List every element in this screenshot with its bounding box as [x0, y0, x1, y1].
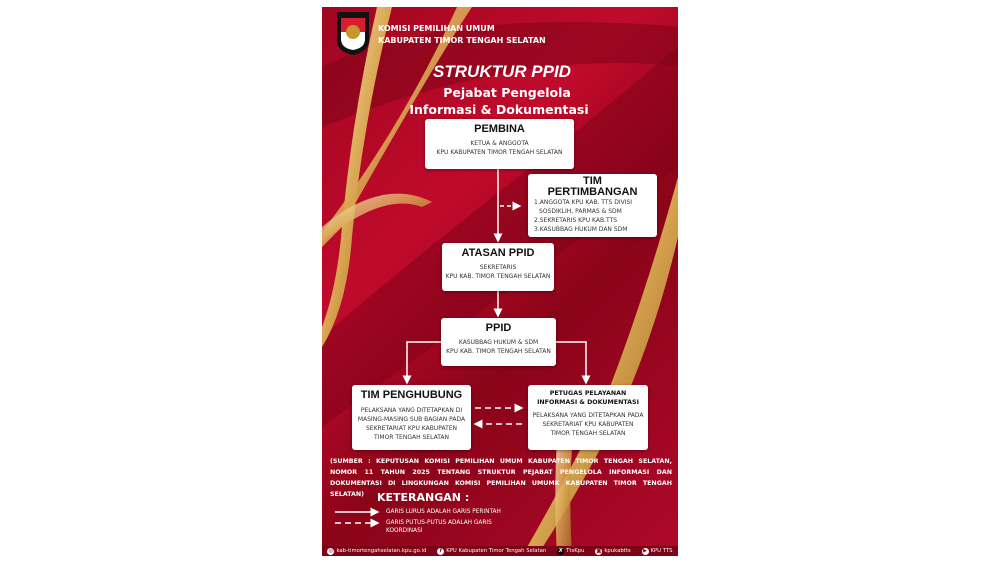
tim-pertimbangan-item: 3.KASUBBAG HUKUM DAN SDM — [534, 226, 628, 233]
connector-lines — [335, 169, 591, 528]
penghubung-line4: TIMOR TENGAH SELATAN — [373, 434, 450, 441]
petugas-title2: INFORMASI & DOKUMENTASI — [537, 399, 639, 406]
atasan-line2: KPU KAB. TIMOR TENGAH SELATAN — [445, 273, 551, 280]
box-pembina: PEMBINA KETUA & ANGGOTA KPU KABUPATEN TI… — [425, 119, 574, 169]
line-ppid-penghubung — [402, 341, 441, 385]
box-atasan-ppid: ATASAN PPID SEKRETARIS KPU KAB. TIMOR TE… — [442, 243, 554, 291]
legend-title: KETERANGAN : — [377, 491, 470, 504]
penghubung-title: TIM PENGHUBUNG — [360, 389, 463, 401]
kpu-logo — [337, 12, 369, 55]
penghubung-line2: MASING-MASING SUB BAGIAN PADA — [357, 416, 466, 423]
line-ppid-petugas — [556, 341, 591, 385]
footer-instagram[interactable]: ◙kpukabtts — [595, 547, 631, 555]
pembina-line2: KPU KABUPATEN TIMOR TENGAH SELATAN — [436, 149, 563, 156]
ppid-structure-poster: KOMISI PEMILIHAN UMUM KABUPATEN TIMOR TE… — [322, 7, 678, 556]
youtube-icon: ▶ — [641, 547, 649, 555]
box-ppid: PPID KASUBBAG HUKUM & SDM KPU KAB. TIMOR… — [441, 318, 556, 366]
box-tim-penghubung: TIM PENGHUBUNG PELAKSANA YANG DITETAPKAN… — [352, 385, 471, 450]
pembina-line1: KETUA & ANGGOTA — [470, 140, 529, 147]
footer-website[interactable]: ◎kab-timortengahselatan.kpu.go.id — [327, 547, 427, 555]
tim-pertimbangan-title2: PERTIMBANGAN — [547, 186, 638, 198]
pembina-title: PEMBINA — [474, 123, 525, 135]
petugas-title1: PETUGAS PELAYANAN — [549, 390, 627, 397]
tim-pertimbangan-item: 2.SEKRETARIS KPU KAB.TTS — [534, 217, 618, 224]
instagram-icon: ◙ — [595, 547, 603, 555]
atasan-title: ATASAN PPID — [461, 247, 535, 259]
penghubung-line3: SEKRETARIAT KPU KABUPATEN — [365, 425, 458, 432]
ppid-line1: KASUBBAG HUKUM & SDM — [458, 339, 539, 346]
legend-solid-label: GARIS LURUS ADALAH GARIS PERINTAH — [386, 509, 501, 515]
footer-youtube[interactable]: ▶KPU TTS — [641, 547, 673, 555]
poster-subtitle-2: Informasi & Dokumentasi — [409, 102, 589, 117]
poster-subtitle-1: Pejabat Pengelola — [443, 85, 571, 100]
petugas-line3: TIMOR TENGAH SELATAN — [550, 430, 626, 437]
poster-title: STRUKTUR PPID — [433, 62, 571, 81]
facebook-icon: f — [437, 547, 445, 555]
source-note: (SUMBER : KEPUTUSAN KOMISI PEMILIHAN UMU… — [330, 458, 672, 498]
tim-pertimbangan-item: 1.ANGGOTA KPU KAB. TTS DIVISI — [534, 199, 633, 206]
atasan-line1: SEKRETARIS — [479, 264, 517, 271]
ppid-line2: KPU KAB. TIMOR TENGAH SELATAN — [446, 348, 551, 355]
box-petugas-pelayanan: PETUGAS PELAYANAN INFORMASI & DOKUMENTAS… — [528, 385, 648, 450]
org-name-line2: KABUPATEN TIMOR TENGAH SELATAN — [378, 36, 546, 45]
petugas-line2: SEKRETARIAT KPU KABUPATEN — [542, 421, 634, 428]
tim-pertimbangan-title1: TIM — [583, 175, 602, 187]
legend-dashed-label-2: KOORDINASI — [386, 528, 423, 534]
box-tim-pertimbangan: TIM PERTIMBANGAN 1.ANGGOTA KPU KAB. TTS … — [528, 174, 657, 237]
x-icon: X — [557, 547, 565, 555]
petugas-line1: PELAKSANA YANG DITETAPKAN PADA — [532, 412, 644, 419]
globe-icon: ◎ — [327, 547, 335, 555]
ppid-title: PPID — [485, 322, 512, 334]
legend-dashed-label-1: GARIS PUTUS-PUTUS ADALAH GARIS — [386, 520, 492, 526]
org-name-line1: KOMISI PEMILIHAN UMUM — [378, 24, 495, 33]
tim-pertimbangan-item: SOSDIKLIH, PARMAS & SDM — [539, 208, 622, 215]
penghubung-line1: PELAKSANA YANG DITETAPKAN DI — [360, 407, 463, 414]
